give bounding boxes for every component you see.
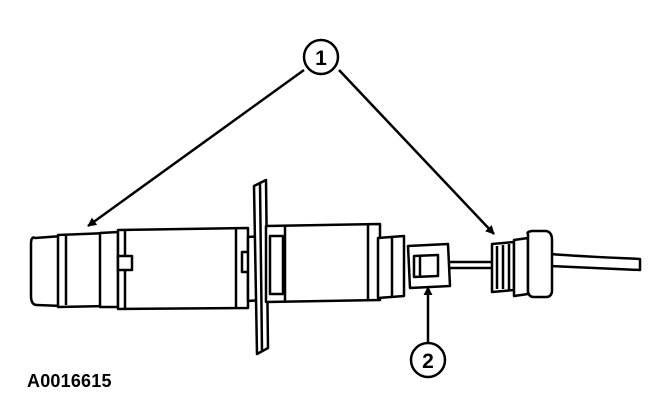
callout-2: 2 <box>409 341 447 379</box>
right-housing <box>264 222 406 304</box>
cylinder-body <box>116 226 264 311</box>
leader-1-right <box>338 69 495 235</box>
callout-1: 1 <box>302 38 340 76</box>
cable-end-fitting <box>490 229 554 299</box>
leader-1-left <box>87 68 305 228</box>
lock-tab-assembly <box>406 242 452 290</box>
callout-leaders <box>87 68 495 343</box>
left-end-cap <box>29 230 120 309</box>
cable <box>450 252 642 272</box>
figure-code: A0016615 <box>27 371 112 391</box>
callout-2-label: 2 <box>422 350 434 373</box>
mounting-flange <box>252 178 270 356</box>
callout-1-label: 1 <box>315 47 327 70</box>
